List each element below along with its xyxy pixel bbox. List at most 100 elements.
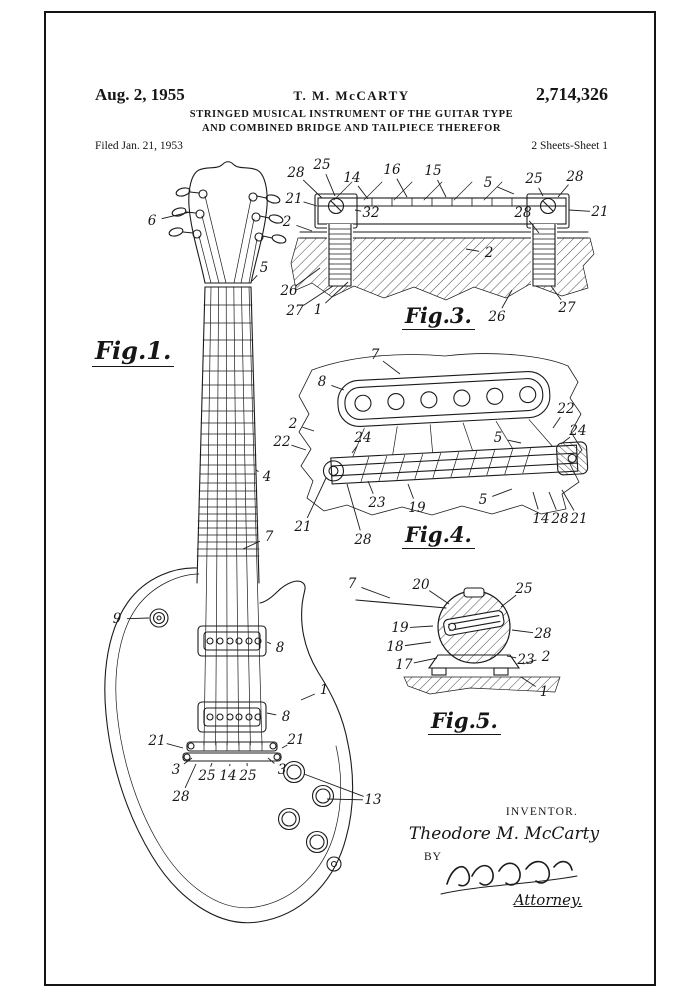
ref-numeral-fig4-14: 14: [532, 511, 550, 527]
ref-numeral-fig4-23: 23: [368, 495, 386, 511]
ref-numeral-fig3-2: 2: [282, 214, 292, 230]
ref-numeral-fig4-28: 28: [354, 532, 372, 548]
bridge-pickup: [197, 701, 267, 733]
filed-date: Filed Jan. 21, 1953: [95, 140, 183, 153]
ref-numeral-fig4-5: 5: [493, 430, 503, 446]
ref-numeral-fig5-17: 17: [395, 657, 413, 673]
adjust-bolt: [443, 610, 505, 636]
ref-numeral-fig1-8: 8: [275, 640, 285, 656]
inventor-name-script: Theodore M. McCarty: [408, 824, 600, 844]
top-patch-outline: [298, 353, 583, 516]
ref-numeral-fig1-25: 25: [198, 768, 216, 784]
patent-title-line2: AND COMBINED BRIDGE AND TAILPIECE THEREF…: [201, 122, 502, 134]
headstock-outline: [188, 161, 268, 284]
ref-numeral-fig3-28: 28: [287, 165, 305, 181]
tuner-posts: [192, 189, 264, 242]
ref-numeral-fig4-24: 24: [569, 423, 587, 439]
ref-numeral-fig4-24: 24: [354, 430, 372, 446]
ref-numeral-fig4-21: 21: [294, 519, 312, 535]
patent-date: Aug. 2, 1955: [95, 85, 185, 104]
ref-numeral-fig1-9: 9: [112, 611, 122, 627]
tuner-buttons: [168, 187, 287, 244]
ref-numeral-fig5-2: 2: [541, 649, 551, 665]
fig3-label: Fig.3.: [402, 303, 475, 330]
inventor-caption: INVENTOR.: [505, 806, 579, 818]
ref-numeral-fig4-5: 5: [478, 492, 488, 508]
fig4-label: Fig.4.: [402, 522, 475, 549]
fig1-label: Fig.1.: [92, 336, 175, 367]
ref-numeral-fig3-25: 25: [313, 157, 331, 173]
fig5-label: Fig.5.: [428, 708, 501, 735]
ref-numeral-fig1-8: 8: [281, 709, 291, 725]
ref-numeral-fig4-28: 28: [551, 511, 569, 527]
output-jack: [326, 856, 342, 872]
ref-numeral-fig3-27: 27: [558, 300, 576, 316]
ref-numeral-fig1-13: 13: [364, 792, 382, 808]
ref-numeral-fig3-26: 26: [280, 283, 298, 299]
ref-numeral-fig4-7: 7: [370, 347, 380, 363]
string-line: [355, 599, 447, 609]
ref-numeral-fig3-28: 28: [566, 169, 584, 185]
ref-numeral-fig5-1: 1: [539, 684, 549, 700]
body-binding: [115, 573, 342, 909]
fig5-bridge-side-drawing: [355, 587, 561, 695]
frets: [196, 304, 260, 557]
ref-numeral-fig1-5: 5: [259, 260, 269, 276]
ref-numeral-fig3-5: 5: [483, 175, 493, 191]
ref-numeral-fig5-19: 19: [391, 620, 409, 636]
ref-numeral-fig5-23: 23: [517, 652, 535, 668]
ref-numeral-fig3-21: 21: [591, 204, 609, 220]
ref-numeral-fig1-21: 21: [148, 733, 166, 749]
ref-numeral-fig5-18: 18: [386, 639, 404, 655]
nut: [204, 282, 252, 288]
ref-numeral-fig4-8: 8: [317, 374, 327, 390]
ground-hatch: [403, 676, 561, 695]
ref-numeral-fig4-2: 2: [288, 416, 298, 432]
ref-numeral-fig1-28: 28: [172, 789, 190, 805]
fig1-guitar-drawing: [104, 161, 354, 924]
ref-numeral-fig3-14: 14: [343, 170, 361, 186]
ref-numeral-fig3-16: 16: [383, 162, 401, 178]
attorney-signature: [440, 860, 578, 895]
ref-numeral-fig5-28: 28: [534, 626, 552, 642]
plan-strings: [352, 419, 553, 458]
ref-numeral-fig1-25: 25: [239, 768, 257, 784]
ref-numeral-fig4-21: 21: [570, 511, 588, 527]
ref-numeral-fig4-22: 22: [273, 434, 291, 450]
ref-numeral-fig1-3: 3: [171, 762, 181, 778]
ref-numeral-fig4-19: 19: [408, 500, 426, 516]
ref-numeral-fig3-32: 32: [362, 205, 380, 221]
wood-section-hatch: [290, 237, 595, 301]
ref-numeral-fig1-3: 3: [277, 762, 287, 778]
body-outline: [104, 567, 354, 924]
bridge-tailpiece: [182, 741, 282, 762]
fig3-bridge-section-drawing: [290, 181, 595, 301]
by-label: BY: [424, 851, 442, 863]
toggle-switch: [149, 608, 169, 628]
patent-number: 2,714,326: [536, 84, 608, 104]
neck-edges: [196, 286, 260, 584]
attorney-label: Attorney.: [513, 891, 583, 909]
strings: [203, 286, 263, 746]
ref-numeral-fig1-4: 4: [262, 469, 272, 485]
patent-title: STRINGED MUSICAL INSTRUMENT OF THE GUITA…: [95, 108, 608, 135]
ref-numeral-fig3-1: 1: [313, 302, 323, 318]
ref-numeral-fig3-21: 21: [285, 191, 303, 207]
base-plate: [427, 654, 521, 669]
ref-numeral-fig1-21: 21: [287, 732, 305, 748]
ref-numeral-fig3-27: 27: [286, 303, 304, 319]
left-spring-post: [327, 223, 353, 287]
sheet-number: 2 Sheets-Sheet 1: [531, 140, 608, 153]
plan-bridge-bar: [322, 441, 589, 485]
ref-numeral-fig1-1: 1: [319, 682, 329, 698]
patent-title-line1: STRINGED MUSICAL INSTRUMENT OF THE GUITA…: [189, 109, 514, 120]
neck-pickup: [197, 625, 267, 657]
ref-numeral-fig4-22: 22: [557, 401, 575, 417]
patent-header: Aug. 2, 1955 T. M. McCARTY 2,714,326 STR…: [95, 84, 608, 152]
ref-numeral-fig3-28: 28: [514, 205, 532, 221]
fig4-bridge-plan-drawing: [298, 353, 589, 516]
ref-numeral-fig1-6: 6: [147, 213, 157, 229]
